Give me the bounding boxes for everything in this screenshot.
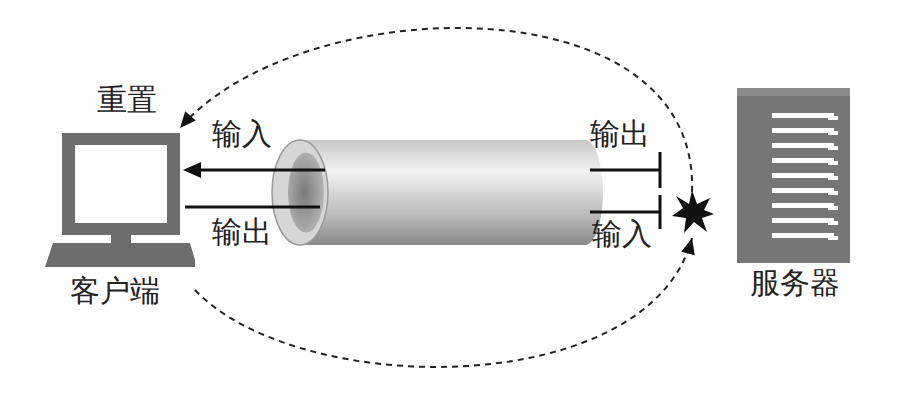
server-vent: [828, 176, 838, 180]
monitor-screen: [75, 145, 167, 223]
reset-burst: [672, 190, 714, 233]
pipe-cylinder: [272, 140, 603, 245]
stream-label: 输入: [212, 116, 272, 152]
input-stream-line: [590, 211, 660, 214]
server-icon: [690, 85, 855, 265]
server-vent: [772, 143, 834, 148]
server-vent: [828, 116, 838, 120]
server-vent: [772, 188, 834, 193]
server-vent: [772, 173, 834, 178]
server-tower: [737, 88, 850, 263]
reset-connector: [195, 238, 695, 367]
node-label: 客户端: [35, 273, 195, 309]
client-computer: 客户端: [35, 125, 195, 309]
server-top: [737, 88, 850, 96]
closed-end-bar: [659, 152, 662, 188]
dashed-curve: [195, 238, 692, 367]
server-vent: [772, 218, 834, 223]
closed-end-bar: [659, 195, 662, 229]
server-vent: [828, 131, 838, 135]
server-vent: [828, 206, 838, 210]
server-vent: [772, 233, 834, 238]
server-vent: [828, 191, 838, 195]
connector-arrowhead: [681, 238, 695, 255]
computer-icon: [35, 125, 195, 273]
monitor-neck: [111, 235, 131, 243]
pipe-face: [272, 140, 328, 245]
server-machine: 服务器: [690, 85, 855, 301]
stream-arrowhead: [183, 162, 201, 178]
stream-label: 输出: [590, 116, 650, 152]
stream-label: 输出: [212, 214, 272, 250]
dashed-curve: [180, 28, 692, 192]
output-stream-line: [185, 206, 320, 209]
connector-label: 重置: [95, 82, 159, 118]
connector-arrowhead: [180, 111, 196, 128]
server-vent: [772, 113, 834, 118]
server-vent: [772, 203, 834, 208]
node-label: 服务器: [690, 265, 855, 301]
server-vent: [828, 221, 838, 225]
output-stream-line: [590, 169, 660, 172]
reset-connector: [180, 28, 692, 192]
server-vent: [828, 161, 838, 165]
computer-base: [45, 243, 195, 267]
pipe-body: [300, 140, 585, 245]
server-vent: [828, 146, 838, 150]
server-vent: [772, 128, 834, 133]
stream-label: 输入: [592, 216, 652, 252]
monitor-frame: [62, 133, 180, 235]
server-vent: [772, 158, 834, 163]
input-stream-line: [198, 169, 325, 172]
pipe-opening: [288, 153, 324, 233]
server-vent: [828, 236, 838, 240]
